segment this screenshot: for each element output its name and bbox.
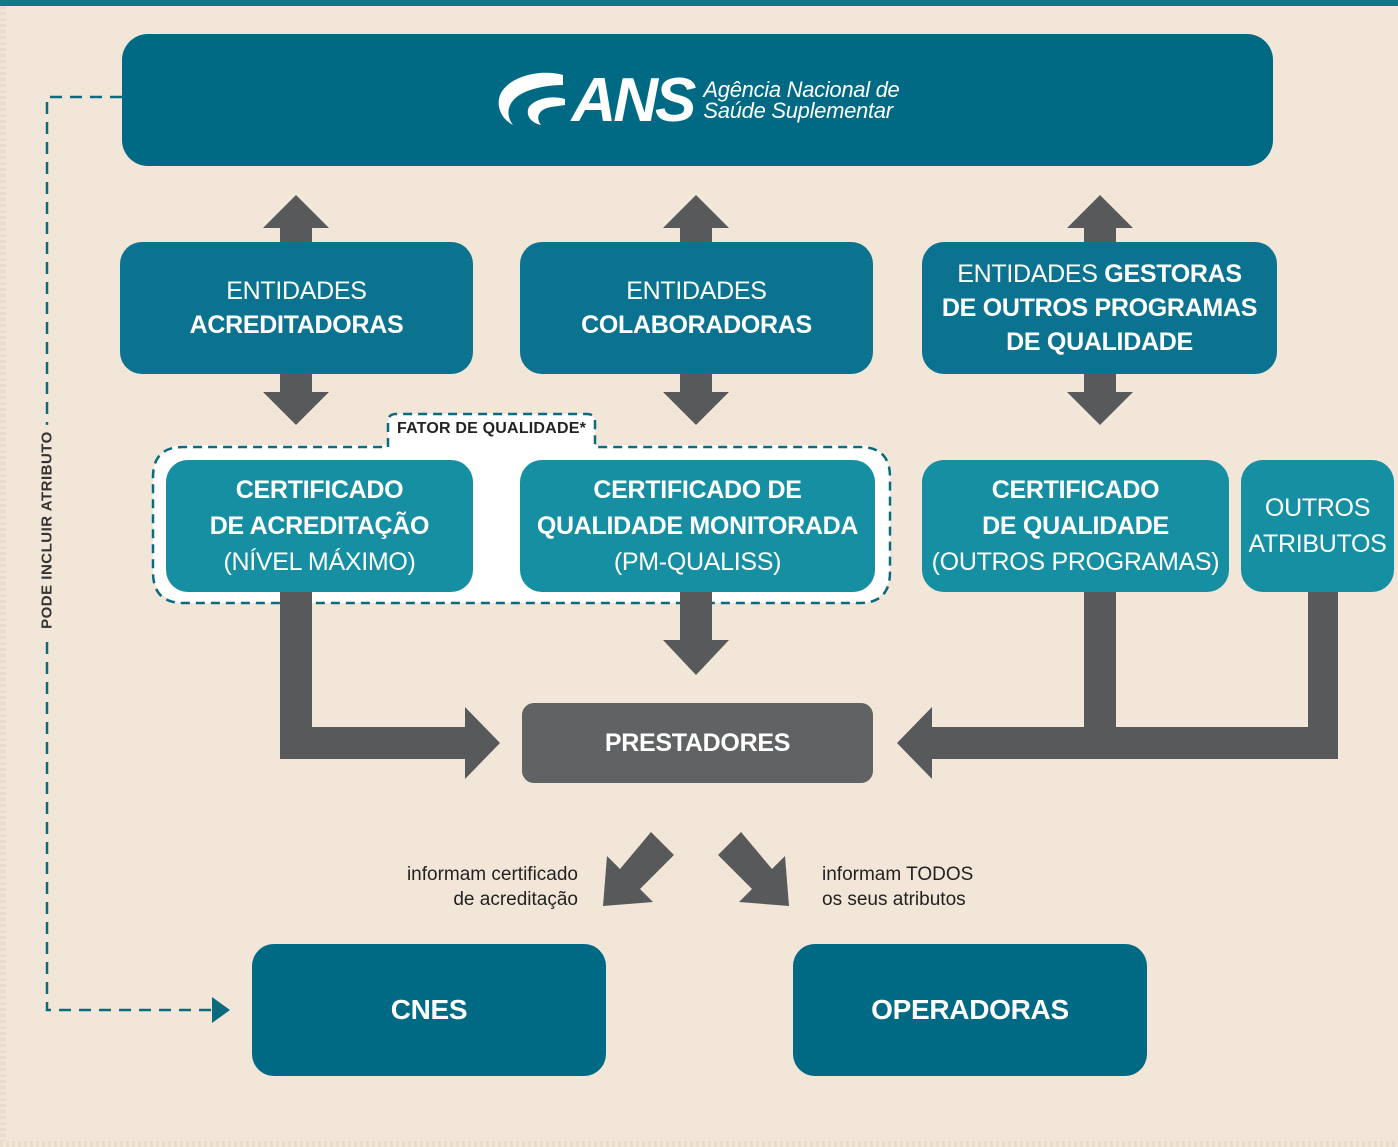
arrow-up-acreditadoras (263, 195, 329, 242)
left-border (0, 6, 6, 1147)
caption-left-line2: de acreditação (453, 889, 578, 910)
certificado-acreditacao-box: CERTIFICADO DE ACREDITAÇÃO (NÍVEL MÁXIMO… (166, 460, 473, 592)
arrow-down-acreditadoras (263, 374, 329, 425)
entidades-gestoras-box: ENTIDADES GESTORAS DE OUTROS PROGRAMAS D… (922, 242, 1277, 374)
entidades-gestoras-line3: DE QUALIDADE (1006, 328, 1193, 356)
entidades-gestoras-line2: DE OUTROS PROGRAMAS (941, 294, 1258, 322)
ans-logo-mark: ANS (571, 65, 696, 135)
ans-logo: ANS Agência Nacional de Saúde Suplementa… (495, 65, 900, 136)
certificado-qualidade-line3: (OUTROS PROGRAMAS) (931, 548, 1220, 576)
certificado-monitorada-line3: (PM-QUALISS) (613, 548, 782, 576)
certificado-qualidade-line2: DE QUALIDADE (982, 512, 1169, 540)
ans-swoosh-icon (499, 72, 566, 125)
caption-left-line1: informam certificado (406, 864, 578, 885)
side-label: PODE INCLUIR ATRIBUTO (32, 425, 62, 635)
entidades-colaboradoras-box: ENTIDADES COLABORADORAS (520, 242, 873, 374)
caption-left: informam certificado de acreditação (380, 862, 578, 912)
certificado-qualidade-box: CERTIFICADO DE QUALIDADE (OUTROS PROGRAM… (922, 460, 1229, 592)
top-border (0, 0, 1398, 6)
outros-atributos-line2: ATRIBUTOS (1248, 530, 1387, 558)
entidades-acreditadoras-line2: ACREDITADORAS (189, 311, 404, 339)
caption-right-line1: informam TODOS (822, 864, 974, 885)
arrow-acreditacao-prestadores (280, 590, 500, 779)
entidades-colaboradoras-line2: COLABORADORAS (581, 311, 812, 339)
outros-atributos-line1: OUTROS (1264, 494, 1371, 522)
arrow-down-gestoras (1067, 374, 1133, 425)
prestadores-box: PRESTADORES (522, 703, 873, 783)
entidades-acreditadoras-box: ENTIDADES ACREDITADORAS (120, 242, 473, 374)
certificado-acreditacao-line1: CERTIFICADO (235, 476, 404, 504)
arrow-right-to-prestadores (897, 590, 1338, 779)
arrow-up-colaboradoras (663, 195, 729, 242)
entidades-gestoras-line1: ENTIDADES GESTORAS (957, 257, 1242, 291)
caption-right-line2: os seus atributos (822, 889, 966, 910)
entidades-acreditadoras-line1: ENTIDADES (226, 277, 367, 305)
entidades-colaboradoras-line1: ENTIDADES (626, 277, 767, 305)
ans-header: ANS Agência Nacional de Saúde Suplementa… (122, 34, 1273, 166)
arrow-diag-left (603, 832, 674, 906)
certificado-monitorada-line1: CERTIFICADO DE (593, 476, 802, 504)
certificado-acreditacao-line3: (NÍVEL MÁXIMO) (223, 548, 416, 576)
arrow-up-gestoras (1067, 195, 1133, 242)
side-label-text: PODE INCLUIR ATRIBUTO (38, 425, 56, 635)
ans-logo-line1: Agência Nacional de (703, 77, 900, 102)
certificado-monitorada-box: CERTIFICADO DE QUALIDADE MONITORADA (PM-… (520, 460, 875, 592)
prestadores-label: PRESTADORES (604, 728, 791, 757)
arrow-down-monitorada (663, 590, 729, 675)
certificado-qualidade-line1: CERTIFICADO (991, 476, 1160, 504)
arrow-diag-right (718, 832, 789, 906)
operadoras-label: OPERADORAS (871, 994, 1069, 1025)
fator-de-qualidade-tab (388, 414, 595, 450)
certificado-monitorada-line2: QUALIDADE MONITORADA (536, 512, 859, 540)
certificado-acreditacao-line2: DE ACREDITAÇÃO (209, 512, 430, 540)
cnes-box: CNES (252, 944, 606, 1076)
caption-right: informam TODOS os seus atributos (822, 862, 1022, 912)
outros-atributos-box: OUTROS ATRIBUTOS (1241, 460, 1394, 592)
entidades-gestoras-line1-regular: ENTIDADES (957, 260, 1098, 288)
ans-logo-line2: Saúde Suplementar (703, 98, 893, 123)
entidades-gestoras-line1-bold: GESTORAS (1104, 260, 1242, 288)
side-dashed-arrowhead (212, 997, 230, 1023)
ans-logo-text: Agência Nacional de Saúde Suplementar (703, 77, 900, 123)
arrow-down-colaboradoras (663, 374, 729, 425)
fator-de-qualidade-label: FATOR DE QUALIDADE* (397, 420, 586, 437)
cnes-label: CNES (390, 994, 468, 1025)
operadoras-box: OPERADORAS (793, 944, 1147, 1076)
bottom-border (0, 1141, 1398, 1147)
